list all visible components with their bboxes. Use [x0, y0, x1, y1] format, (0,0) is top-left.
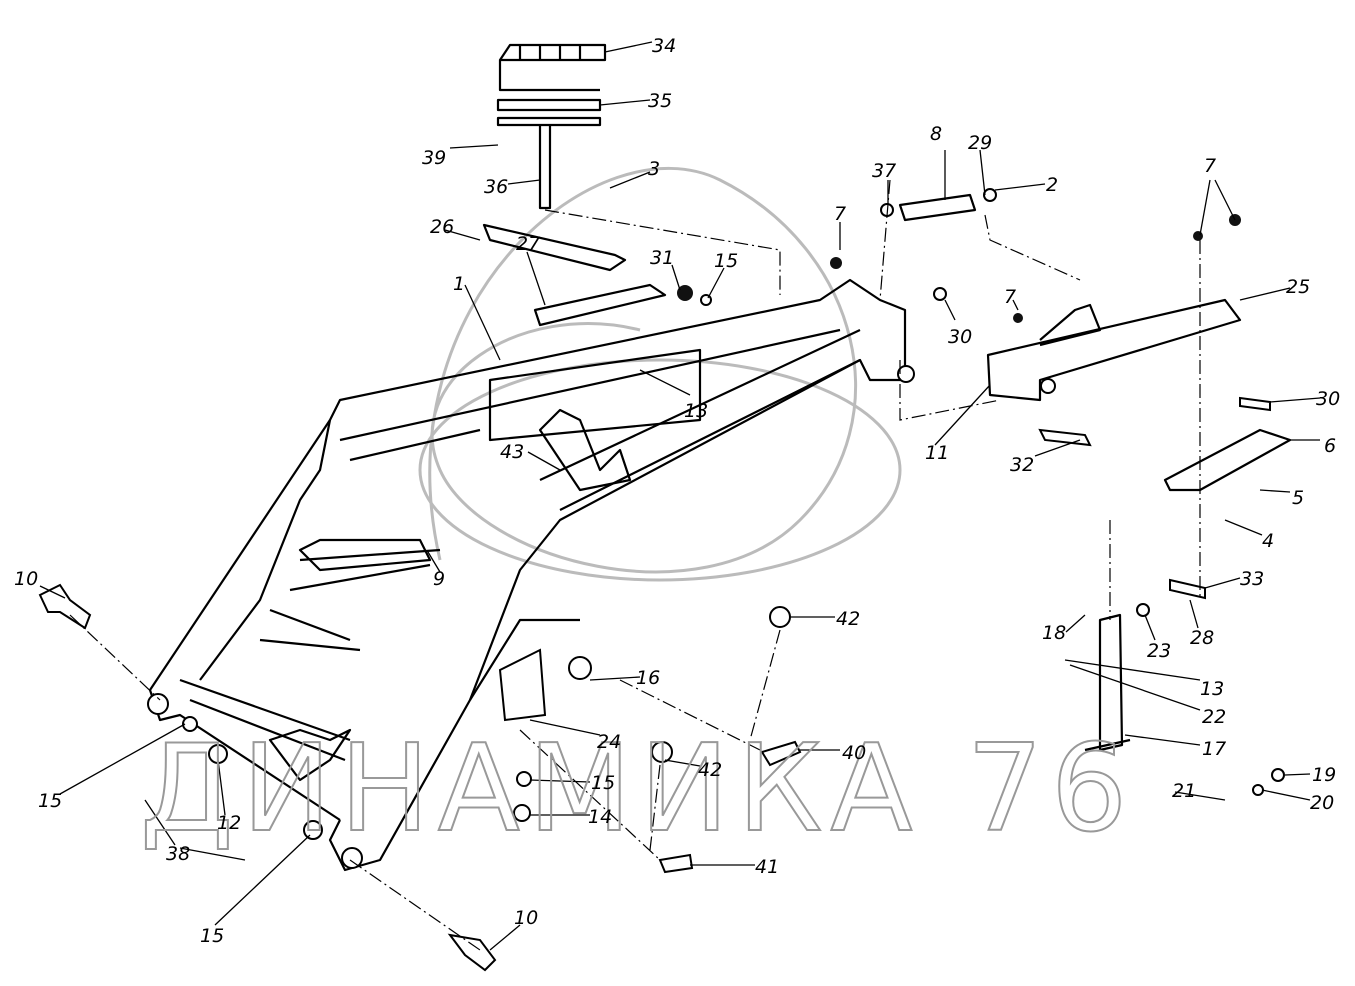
callout-27: 27	[516, 233, 540, 255]
callout-14: 14	[588, 806, 612, 828]
callout-39: 39	[422, 147, 446, 169]
callout-5: 5	[1292, 487, 1304, 509]
callout-30: 30	[948, 326, 972, 348]
callout-16: 16	[636, 667, 660, 689]
callout-15: 15	[200, 925, 224, 947]
callout-31: 31	[650, 247, 674, 269]
small-parts	[38, 214, 1285, 972]
callout-labels: 34 35 39 36 3 26 27 1 31 15 13 43 9 10 1…	[14, 35, 1340, 947]
callout-10: 10	[514, 907, 538, 929]
callout-22: 22	[1202, 706, 1226, 728]
callout-17: 17	[1202, 738, 1226, 760]
callout-25: 25	[1286, 276, 1310, 298]
callout-3: 3	[648, 158, 660, 180]
callout-37: 37	[872, 160, 896, 182]
callout-38: 38	[166, 843, 190, 865]
callout-19: 19	[1312, 764, 1336, 786]
callout-8: 8	[930, 123, 942, 145]
callout-6: 6	[1324, 435, 1336, 457]
callout-41: 41	[755, 856, 779, 878]
callout-29: 29	[968, 132, 992, 154]
callout-15: 15	[38, 790, 62, 812]
callout-2: 2	[1046, 174, 1058, 196]
callout-24: 24	[597, 731, 621, 753]
leader-lines	[39, 41, 1321, 951]
callout-7: 7	[1204, 155, 1216, 177]
callout-26: 26	[430, 216, 454, 238]
watermark-logo	[418, 167, 902, 582]
callout-20: 20	[1310, 792, 1334, 814]
callout-42: 42	[698, 759, 722, 781]
callout-13: 13	[1200, 678, 1224, 700]
callout-40: 40	[842, 742, 866, 764]
top-stand	[482, 43, 667, 327]
callout-35: 35	[648, 90, 672, 112]
callout-42: 42	[836, 608, 860, 630]
main-frame	[147, 278, 915, 872]
callout-7: 7	[1004, 286, 1016, 308]
callout-1: 1	[453, 273, 465, 295]
callout-21: 21	[1172, 780, 1196, 802]
callout-4: 4	[1262, 530, 1274, 552]
right-arm	[880, 188, 1292, 752]
callout-34: 34	[652, 35, 676, 57]
callout-11: 11	[925, 442, 949, 464]
callout-23: 23	[1147, 640, 1171, 662]
callout-30: 30	[1316, 388, 1340, 410]
callout-18: 18	[1042, 622, 1066, 644]
callout-12: 12	[217, 812, 241, 834]
watermark-text: ДИНАМИКА 76	[140, 720, 1135, 859]
callout-9: 9	[433, 568, 445, 590]
callout-43: 43	[500, 441, 524, 463]
callout-7: 7	[834, 203, 846, 225]
callout-33: 33	[1240, 568, 1264, 590]
callout-13: 13	[684, 400, 708, 422]
callout-15: 15	[591, 772, 615, 794]
callout-15: 15	[714, 250, 738, 272]
callout-32: 32	[1010, 454, 1034, 476]
callout-28: 28	[1190, 627, 1214, 649]
callout-10: 10	[14, 568, 38, 590]
callout-36: 36	[484, 176, 508, 198]
